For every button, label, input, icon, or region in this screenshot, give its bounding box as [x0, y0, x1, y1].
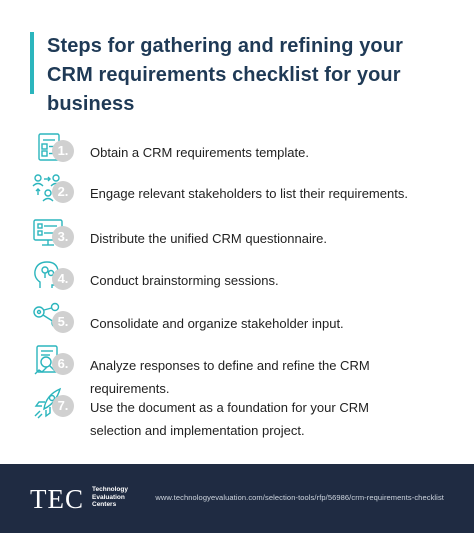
- step-number: 4.: [52, 268, 74, 290]
- title-block: Steps for gathering and refining your CR…: [30, 32, 450, 115]
- step-label: Obtain a CRM requirements template.: [90, 145, 309, 160]
- step-label: Use the document as a foundation for you…: [90, 400, 369, 438]
- step-4: 4. Conduct brainstorming sessions.: [30, 258, 460, 298]
- step-3: 3. Distribute the unified CRM questionna…: [30, 216, 460, 256]
- step-1: 1. Obtain a CRM requirements template.: [30, 130, 460, 170]
- step-number: 1.: [52, 140, 74, 162]
- rocket-icon: [30, 385, 70, 425]
- step-label: Distribute the unified CRM questionnaire…: [90, 231, 328, 246]
- step-label: Conduct brainstorming sessions.: [90, 273, 279, 288]
- step-number: 5.: [52, 311, 74, 333]
- page-title: Steps for gathering and refining your CR…: [47, 35, 403, 115]
- footer-bar: TEC Technology Evaluation Centers www.te…: [0, 464, 474, 533]
- step-number: 6.: [52, 353, 74, 375]
- footer-url[interactable]: www.technologyevaluation.com/selection-t…: [155, 493, 444, 502]
- step-label: Engage relevant stakeholders to list the…: [90, 186, 408, 201]
- logo-subtitle-line: Evaluation: [92, 493, 125, 501]
- logo-subtitle-line: Centers: [92, 501, 117, 508]
- step-label: Consolidate and organize stakeholder inp…: [90, 316, 344, 331]
- step-number: 2.: [52, 181, 74, 203]
- step-2: 2. Engage relevant stakeholders to list …: [30, 171, 460, 211]
- logo-subtitle-line: Technology: [92, 486, 128, 493]
- step-label: Analyze responses to define and refine t…: [90, 358, 370, 396]
- step-7: 7. Use the document as a foundation for …: [30, 385, 460, 440]
- logo-subtitle: Technology Evaluation Centers: [92, 486, 152, 509]
- steps-list: 1. Obtain a CRM requirements template. 2…: [30, 130, 460, 440]
- step-number: 7.: [52, 395, 74, 417]
- step-5: 5. Consolidate and organize stakeholder …: [30, 301, 460, 341]
- tec-logo: TEC: [30, 484, 84, 514]
- step-number: 3.: [52, 226, 74, 248]
- step-6: 6. Analyze responses to define and refin…: [30, 343, 460, 396]
